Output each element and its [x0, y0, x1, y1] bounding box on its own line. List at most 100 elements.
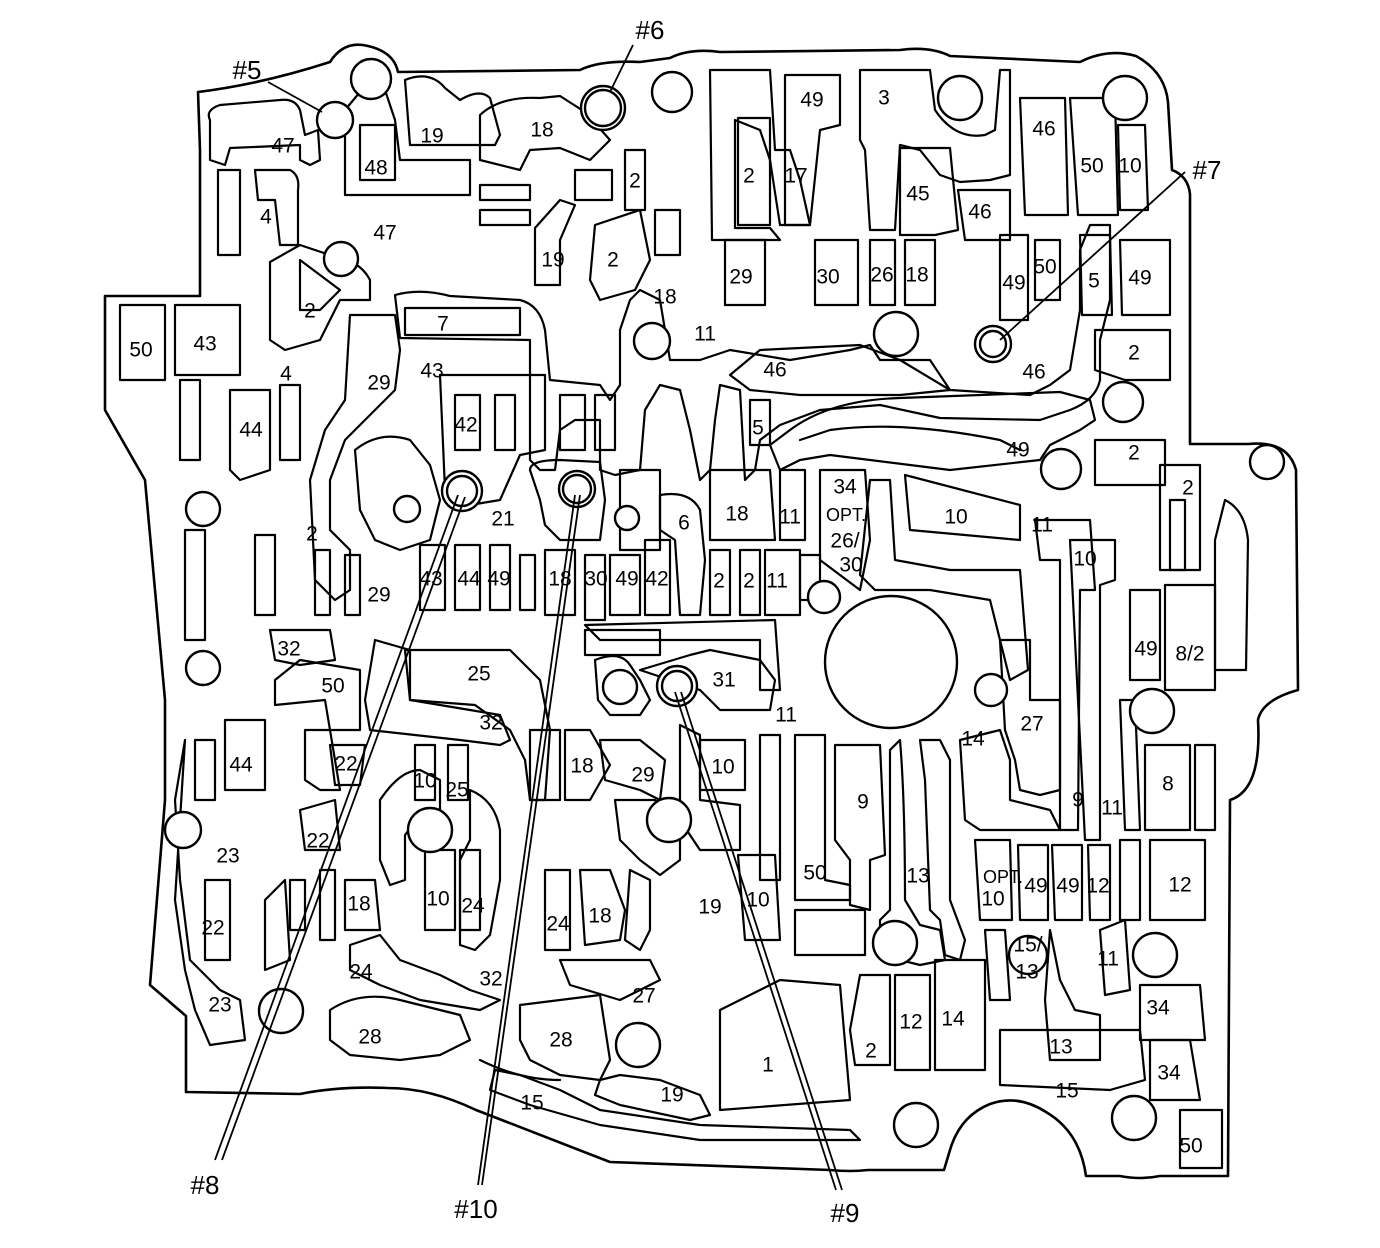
callout-label: #6 — [636, 15, 665, 45]
passage-label: 4 — [260, 206, 272, 229]
passage-label: 15 — [1055, 1080, 1078, 1103]
passage-label: 10 — [711, 756, 734, 779]
passage-label: OPT. — [983, 867, 1023, 887]
hole — [973, 672, 1009, 708]
passage-label: 13 — [1049, 1036, 1072, 1059]
passage-label: 10 — [981, 888, 1004, 911]
passage-label: 10 — [1073, 548, 1096, 571]
callout-label: #8 — [191, 1170, 220, 1200]
passage-label: 18 — [588, 905, 611, 928]
passage-label: 25 — [467, 663, 490, 686]
passage-label: 50 — [129, 339, 152, 362]
leader-8a — [214, 494, 459, 1161]
passage-label: 49 — [1134, 638, 1157, 661]
hole — [645, 796, 693, 844]
passage-label: 22 — [334, 753, 357, 776]
passage-label: 50 — [1033, 256, 1056, 279]
passage-label: 26 — [870, 264, 893, 287]
passage-label: 1 — [762, 1054, 774, 1077]
passage-label: 32 — [479, 712, 502, 735]
passage-label: 2 — [607, 249, 619, 272]
passage-label: 49 — [1024, 875, 1047, 898]
hole — [806, 579, 842, 615]
passage-label: 43 — [193, 333, 216, 356]
hole — [936, 74, 984, 122]
passage-label: 46 — [763, 359, 786, 382]
hole — [601, 668, 639, 706]
passage-label: 31 — [712, 669, 735, 692]
hole — [872, 310, 920, 358]
passage-label: 8/2 — [1175, 643, 1204, 666]
passage-label: 19 — [660, 1084, 683, 1107]
passage-label: 2 — [713, 570, 725, 593]
hole — [392, 494, 422, 524]
passage-label: 27 — [632, 985, 655, 1008]
passage-label: 2 — [306, 523, 318, 546]
passage-label: 45 — [906, 183, 929, 206]
passage-label: 28 — [358, 1026, 381, 1049]
passage-label: 29 — [367, 372, 390, 395]
leader-9a — [674, 691, 837, 1191]
leader-10a — [477, 494, 576, 1186]
passage-label: 49 — [1002, 272, 1025, 295]
passage-label: 30 — [816, 266, 839, 289]
plate-outline — [103, 43, 1300, 1180]
passage-label: 15/ — [1013, 934, 1042, 957]
passage-label: 47 — [373, 222, 396, 245]
passage-label: 2 — [743, 165, 755, 188]
callout-label: #10 — [454, 1194, 497, 1224]
passage-label: 24 — [349, 961, 373, 984]
passage-label: 44 — [239, 419, 263, 442]
check-ball-6-inner — [583, 88, 623, 128]
passage-label: 49 — [615, 568, 638, 591]
passage-label: 11 — [1101, 797, 1123, 820]
passage-label: 46 — [968, 201, 991, 224]
passage-label: 23 — [208, 994, 231, 1017]
check-balls — [315, 84, 1013, 708]
passage-label: 48 — [364, 157, 387, 180]
passage-label: 42 — [454, 414, 477, 437]
hole — [1110, 1094, 1158, 1142]
hole — [613, 504, 641, 532]
passage-label: 29 — [367, 584, 390, 607]
hole — [1128, 687, 1176, 735]
passage-label: 28 — [549, 1029, 572, 1052]
passage-label: 50 — [1179, 1135, 1202, 1158]
passage-label: 32 — [479, 968, 502, 991]
passage-label: 11 — [1097, 948, 1119, 971]
passage-label: 18 — [347, 893, 370, 916]
hole — [1131, 931, 1179, 979]
passage-label: 11 — [775, 704, 797, 727]
passage-label: 46 — [1032, 118, 1055, 141]
passage-label: 11 — [694, 323, 716, 346]
passage-label: 7 — [437, 313, 449, 336]
holes — [163, 57, 1286, 1149]
hole — [1039, 447, 1083, 491]
passage-label: 49 — [1056, 875, 1079, 898]
passage-label: 12 — [1168, 874, 1191, 897]
passage-label: 2 — [865, 1040, 877, 1063]
passage-label: 19 — [420, 125, 443, 148]
hole — [184, 649, 222, 687]
passage-label: 44 — [457, 568, 481, 591]
passage-label: 29 — [631, 764, 654, 787]
passage-label: 13 — [1015, 961, 1038, 984]
passage-label: 12 — [899, 1011, 922, 1034]
passage-label: 11 — [766, 570, 788, 593]
passage-label: 25 — [445, 779, 468, 802]
passage-label: 43 — [419, 568, 442, 591]
passage-label: 29 — [729, 266, 752, 289]
passage-label: 49 — [1128, 267, 1151, 290]
passage-label: 50 — [321, 675, 344, 698]
hole — [349, 57, 393, 101]
passage-label: 18 — [725, 503, 748, 526]
check-ball-callouts: #5#6#7#8#10#9 — [191, 15, 1222, 1228]
hole — [322, 240, 360, 278]
passage-label: 9 — [1072, 789, 1084, 812]
passage-label: 2 — [1128, 442, 1140, 465]
hole — [184, 490, 222, 528]
leader-8b — [221, 496, 466, 1161]
large-hole — [823, 594, 959, 730]
passage-label: 14 — [941, 1008, 965, 1031]
